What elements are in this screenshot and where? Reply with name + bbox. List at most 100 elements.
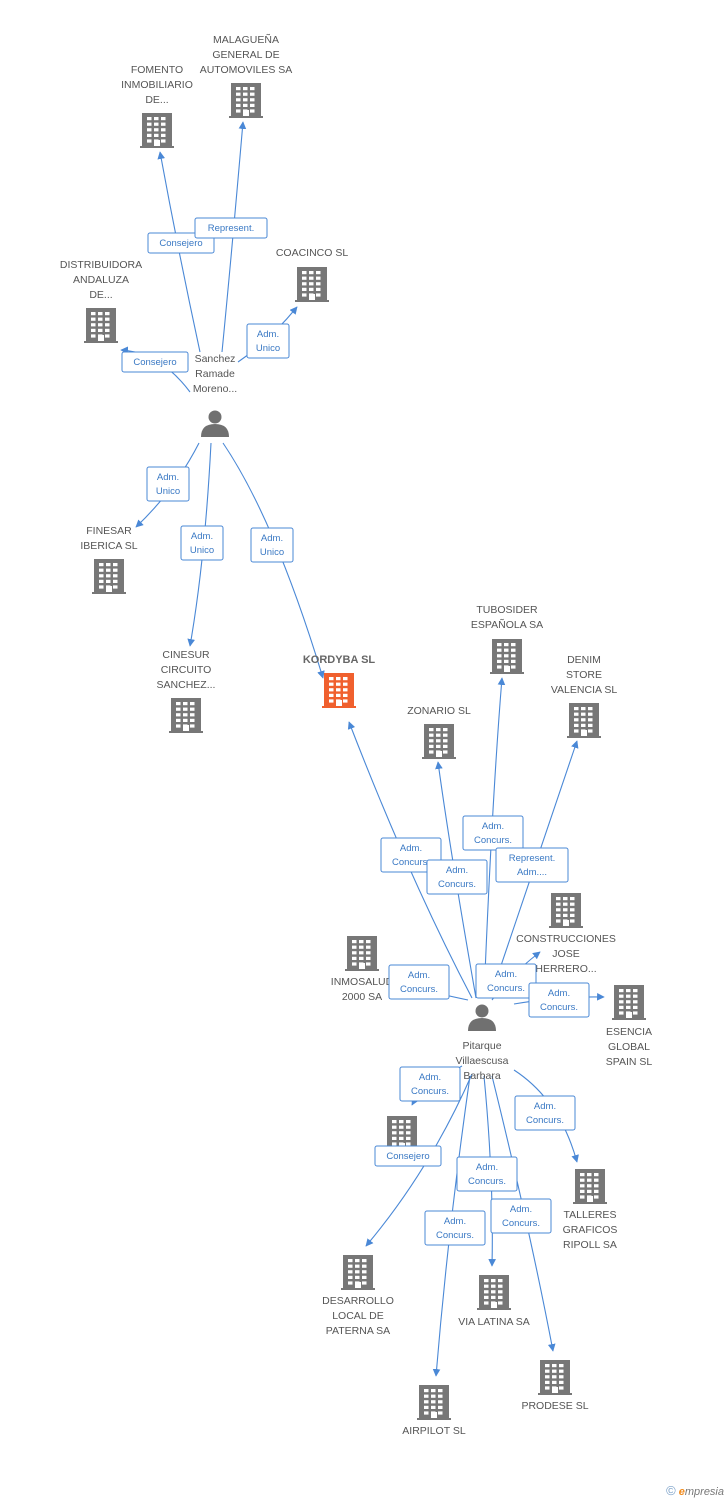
node-label: SANCHEZ... bbox=[157, 679, 216, 691]
node-label: IBERICA SL bbox=[80, 540, 137, 552]
edge-label-box bbox=[388, 964, 450, 1000]
edge-label[interactable]: Consejero bbox=[121, 351, 189, 373]
edge-label-text: Adm. bbox=[400, 843, 422, 854]
node-label: TALLERES bbox=[564, 1209, 617, 1221]
node-label: FOMENTO bbox=[131, 64, 183, 76]
edge-label[interactable]: Adm.Concurs. bbox=[490, 1198, 552, 1234]
edge-label[interactable]: Adm.Concurs. bbox=[528, 982, 590, 1018]
node-zonario[interactable]: ZONARIO SL bbox=[407, 705, 471, 759]
building-icon bbox=[573, 1169, 607, 1204]
edge-label-text: Consejero bbox=[133, 357, 176, 368]
edge-label[interactable]: Adm.Unico bbox=[250, 527, 294, 563]
nodes-layer: FOMENTOINMOBILIARIODE...MALAGUEÑAGENERAL… bbox=[60, 33, 653, 1437]
node-label: DE... bbox=[145, 94, 168, 106]
edge-label-text: Represent. bbox=[509, 853, 555, 864]
edge-label-text: Concurs. bbox=[411, 1086, 449, 1097]
edge-label-text: Concurs. bbox=[392, 857, 430, 868]
edge-label[interactable]: Adm.Concurs. bbox=[456, 1156, 518, 1192]
edge-label-text: Concurs. bbox=[400, 984, 438, 995]
edge-label-box bbox=[374, 1145, 442, 1167]
edge-label-text: Adm. bbox=[191, 531, 213, 542]
node-coacinco[interactable]: COACINCO SL bbox=[276, 247, 349, 302]
edge-label-text: Consejero bbox=[159, 238, 202, 249]
edge-label-text: Unico bbox=[256, 343, 280, 354]
node-label: INMOBILIARIO bbox=[121, 79, 193, 91]
edge-label[interactable]: Adm.Concurs. bbox=[426, 859, 488, 895]
node-airpilot[interactable]: AIRPILOT SL bbox=[402, 1385, 466, 1437]
building-icon bbox=[140, 113, 174, 148]
node-label: ZONARIO SL bbox=[407, 705, 471, 717]
edge-label-text: Adm.... bbox=[517, 867, 547, 878]
edge-label-text: Concurs. bbox=[438, 879, 476, 890]
edge-label-text: Unico bbox=[260, 547, 284, 558]
edge-label[interactable]: Adm.Concurs. bbox=[424, 1210, 486, 1246]
node-fomento[interactable]: FOMENTO INMOBILIARIO DE... bbox=[121, 64, 193, 148]
building-icon bbox=[84, 308, 118, 343]
edge-label-box bbox=[121, 351, 189, 373]
edge-label[interactable]: Adm. Concurs. bbox=[462, 815, 524, 851]
edge-label-text: Adm. bbox=[419, 1072, 441, 1083]
edge-label-box bbox=[426, 859, 488, 895]
edge-label[interactable]: Adm. Concurs. bbox=[388, 964, 450, 1000]
edge-label[interactable]: Adm.Unico bbox=[146, 466, 190, 502]
edge-label-box bbox=[495, 847, 569, 883]
edge-label-text: Concurs. bbox=[487, 983, 525, 994]
edge-label-text: Adm. bbox=[534, 1101, 556, 1112]
node-label: TUBOSIDER bbox=[476, 604, 538, 616]
edge-label-box bbox=[146, 466, 190, 502]
edge-label[interactable]: Represent. Adm.... bbox=[495, 847, 569, 883]
edge-label-text: Concurs. bbox=[468, 1176, 506, 1187]
edge-label-text: Concurs. bbox=[474, 835, 512, 846]
edge-label-text: Unico bbox=[190, 545, 214, 556]
edge-label[interactable]: Adm.Unico bbox=[246, 323, 290, 359]
node-label: DE... bbox=[89, 289, 112, 301]
building-icon bbox=[295, 267, 329, 302]
node-prodese[interactable]: PRODESE SL bbox=[521, 1360, 589, 1412]
node-construcciones[interactable]: CONSTRUCCIONES JOSE HERRERO... bbox=[516, 893, 616, 975]
node-label: HERRERO... bbox=[535, 963, 596, 975]
node-kordyba[interactable]: KORDYBA SL bbox=[303, 654, 376, 708]
node-label: GENERAL DE bbox=[212, 49, 279, 61]
node-label: CIRCUITO bbox=[161, 664, 212, 676]
edge-label[interactable]: Adm. Unico bbox=[180, 525, 224, 561]
edge-label-box bbox=[514, 1095, 576, 1131]
node-label: CONSTRUCCIONES bbox=[516, 933, 616, 945]
node-cinesur[interactable]: CINESURCIRCUITOSANCHEZ... bbox=[157, 649, 216, 733]
edge-label[interactable]: Adm.Concurs. bbox=[514, 1095, 576, 1131]
edge-label-box bbox=[462, 815, 524, 851]
edge-label[interactable]: Adm. Concurs. bbox=[380, 837, 442, 873]
node-label: PRODESE SL bbox=[521, 1400, 588, 1412]
edge-label[interactable]: Adm. Concurs. bbox=[399, 1066, 461, 1102]
building-icon bbox=[229, 83, 263, 118]
node-label: Barbara bbox=[463, 1070, 501, 1082]
edge-label-box bbox=[250, 527, 294, 563]
edge-label[interactable]: Consejero bbox=[374, 1145, 442, 1167]
building-icon bbox=[345, 936, 379, 971]
node-label: GRAFICOS bbox=[563, 1224, 618, 1236]
edge-label[interactable]: Adm. Concurs. bbox=[475, 963, 537, 999]
edge-label-text: Adm. bbox=[482, 821, 504, 832]
node-label: COACINCO SL bbox=[276, 247, 349, 259]
node-vialatina[interactable]: VIA LATINA SA bbox=[458, 1275, 530, 1328]
edge-label-text: Adm. bbox=[408, 970, 430, 981]
node-label: AUTOMOVILES SA bbox=[200, 64, 293, 76]
node-distribuidora[interactable]: DISTRIBUIDORAANDALUZADE... bbox=[60, 259, 142, 343]
node-label: JOSE bbox=[552, 948, 579, 960]
building-icon bbox=[538, 1360, 572, 1395]
node-label: Ramade bbox=[195, 368, 235, 380]
person-icon bbox=[468, 1004, 496, 1031]
footer-brand: ©empresia bbox=[666, 1483, 724, 1498]
edge-label[interactable]: Represent. bbox=[194, 217, 268, 239]
edge-label-text: Adm. bbox=[495, 969, 517, 980]
node-sanchez[interactable]: SanchezRamadeMoreno... bbox=[193, 353, 237, 437]
